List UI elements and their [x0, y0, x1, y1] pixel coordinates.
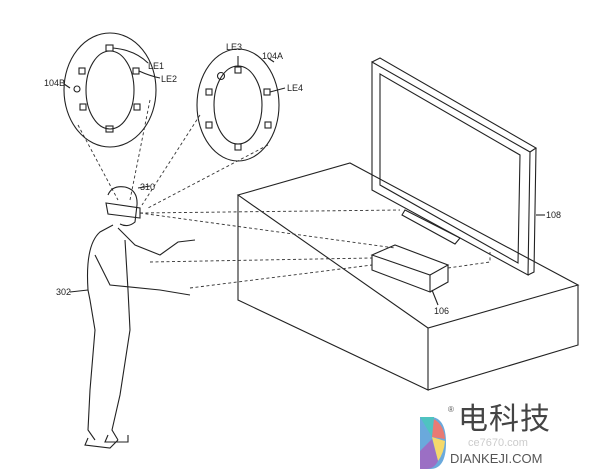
label-108: 108	[546, 210, 561, 220]
label-le3: LE3	[226, 42, 242, 52]
watermark-url: ce7670.com	[468, 437, 528, 449]
console-106	[370, 244, 450, 306]
watermark-logo: ® 电科技 ce7670.com DIANKEJI.COM	[420, 405, 600, 471]
label-302: 302	[56, 287, 71, 297]
display-108	[371, 57, 545, 276]
label-310: 310	[140, 182, 155, 192]
watermark-brand-cn: 电科技	[458, 403, 551, 436]
label-106: 106	[434, 306, 449, 316]
watermark-registered: ®	[448, 405, 454, 414]
label-le4: LE4	[287, 83, 303, 93]
watermark-logo-mark	[420, 417, 446, 469]
label-le1: LE1	[148, 61, 164, 71]
led-ring-104b	[63, 32, 161, 148]
label-104a: 104A	[262, 51, 283, 61]
label-le2: LE2	[161, 74, 177, 84]
table	[236, 162, 580, 391]
led-ring-104a	[196, 48, 286, 162]
label-104b: 104B	[44, 78, 65, 88]
watermark-brand-en: DIANKEJI.COM	[450, 451, 543, 466]
user-302	[69, 186, 196, 449]
